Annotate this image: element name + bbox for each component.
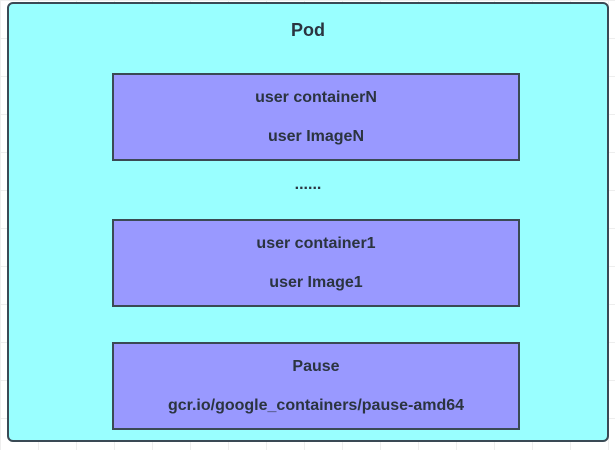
pause-name: Pause xyxy=(292,358,340,375)
container-image: user Image1 xyxy=(269,274,363,291)
container-box-n: user containerN user ImageN xyxy=(112,73,520,161)
pod-title: Pod xyxy=(291,20,325,40)
container-name: user container1 xyxy=(256,235,376,252)
container-name: user containerN xyxy=(255,89,377,106)
container-image: user ImageN xyxy=(267,128,365,145)
pause-image: gcr.io/google_containers/pause-amd64 xyxy=(167,397,465,414)
pod-box: Pod user containerN user ImageN ...... u… xyxy=(7,2,609,442)
container-box-1: user container1 user Image1 xyxy=(112,219,520,307)
pause-container-box: Pause gcr.io/google_containers/pause-amd… xyxy=(112,342,520,430)
ellipsis: ...... xyxy=(294,176,322,193)
